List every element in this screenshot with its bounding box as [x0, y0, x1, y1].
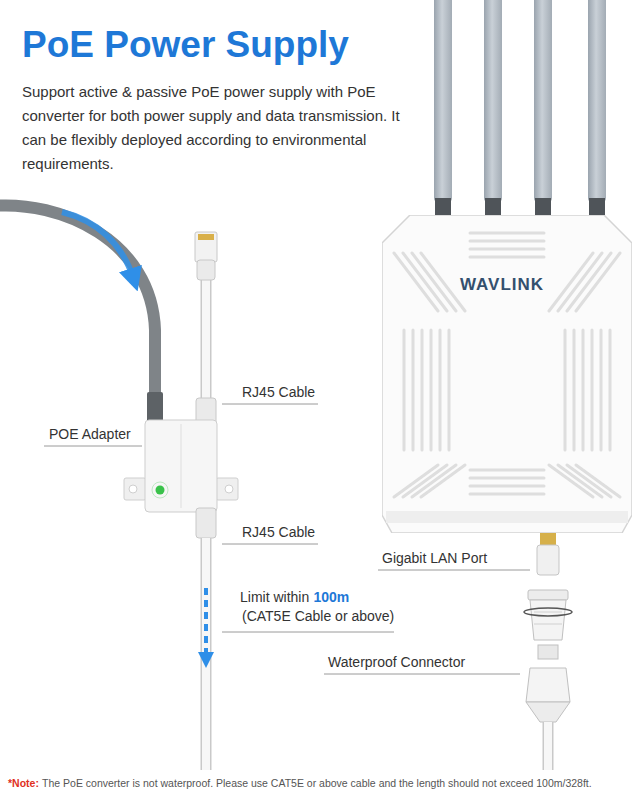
description: Support active & passive PoE power suppl… — [22, 80, 422, 176]
router-housing: WAVLINK — [382, 215, 632, 533]
waterproof-connector — [524, 533, 572, 770]
distance-line: Limit within100m — [240, 588, 440, 606]
router-outline — [382, 215, 632, 533]
antennas — [434, 0, 606, 218]
cable-spec: (CAT5E Cable or above) — [240, 608, 396, 624]
callout-label: RJ45 Cable — [240, 384, 317, 400]
brand-logo: WAVLINK — [460, 275, 544, 295]
callout-label: Gigabit LAN Port — [380, 550, 489, 566]
page-title: PoE Power Supply — [22, 24, 349, 66]
dc-plug — [147, 392, 163, 424]
note-text: The PoE converter is not waterproof. Ple… — [42, 777, 592, 789]
distance-value: 100m — [313, 589, 349, 605]
power-cable — [0, 205, 155, 398]
note-line: *Note:The PoE converter is not waterproo… — [8, 775, 632, 790]
callout-label: POE Adapter — [47, 426, 133, 442]
flow-arrow — [62, 212, 134, 280]
callout-label: Waterproof Connector — [326, 654, 467, 670]
note-mark: *Note: — [8, 777, 39, 789]
distance-text: Limit within — [240, 589, 309, 605]
poe-adapter — [124, 420, 238, 512]
rj45-cable-top — [195, 232, 217, 424]
callout-label: RJ45 Cable — [240, 524, 317, 540]
rj45-cable-bottom — [196, 508, 216, 770]
